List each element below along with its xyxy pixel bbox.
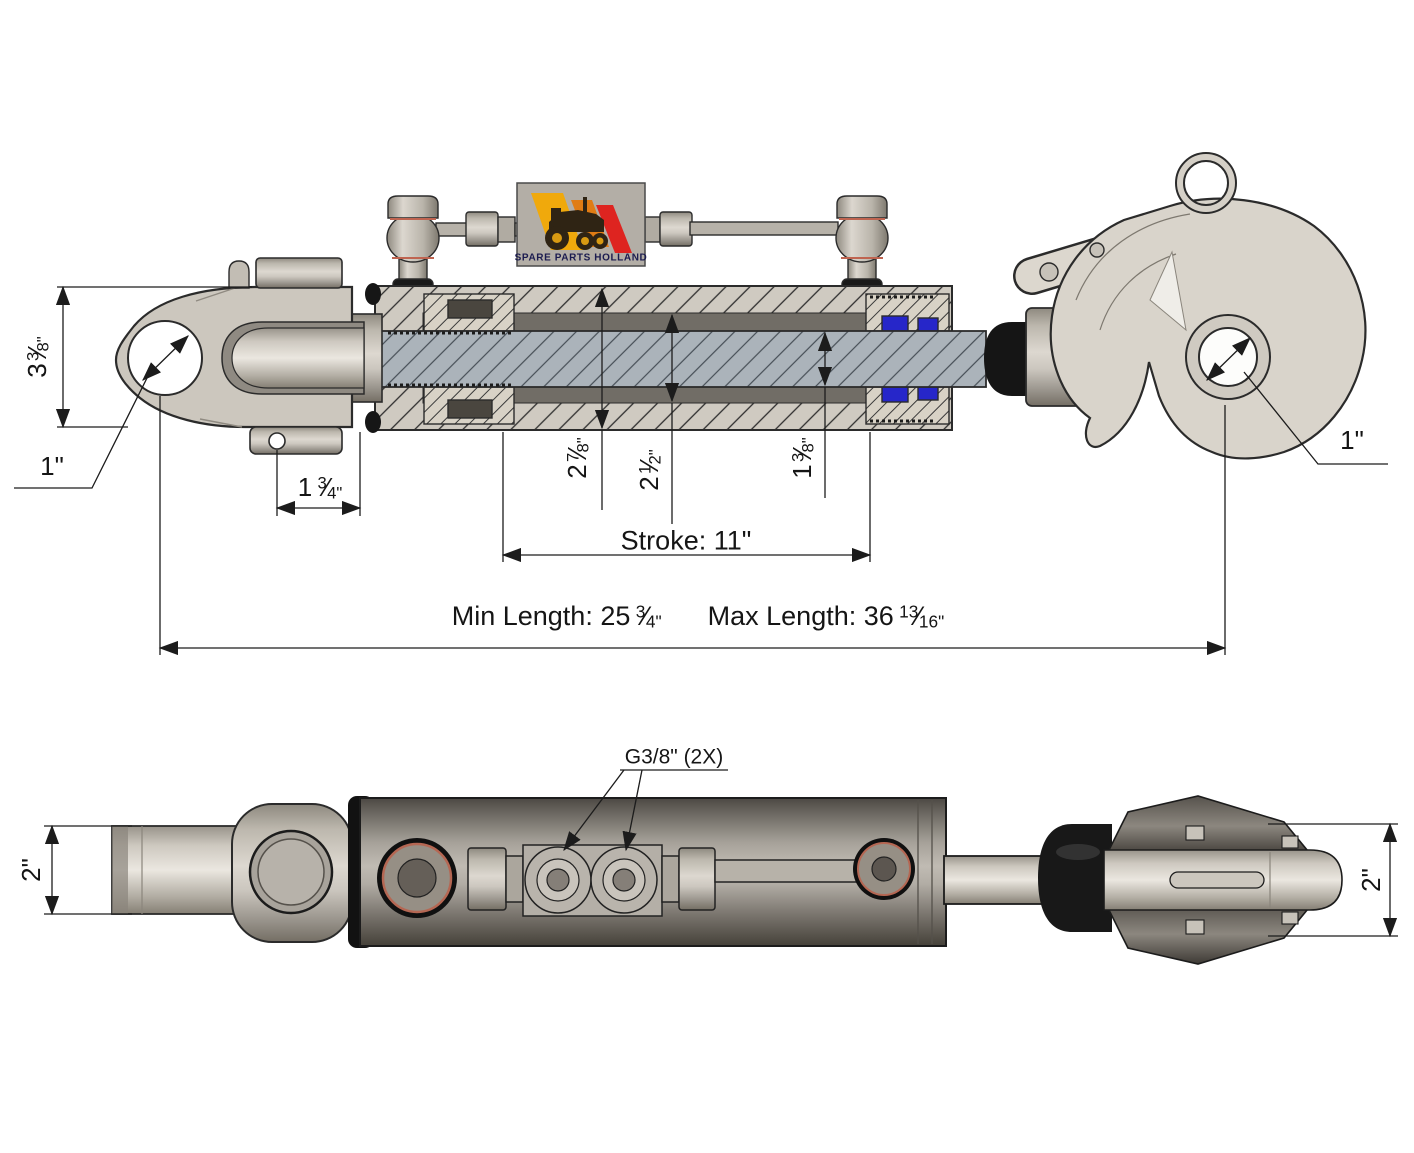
seal-blue [917,386,939,401]
rod-side [943,855,1049,905]
fork-tab [249,426,343,455]
steel-pipe [689,221,839,236]
hook-fin-upper [1104,795,1314,857]
port-size-label: G3/8" (2X) [624,745,724,769]
cast-rib [1149,250,1187,332]
grease-nipple [228,260,250,289]
logo-tractor [545,197,608,250]
seal-blue [917,317,939,332]
seal-blue [881,386,909,403]
hook-fin-lower [1104,903,1314,965]
hook-end [984,152,1367,460]
latch-pivot [1089,242,1105,258]
dim-min-length: Min Length: 25 3⁄4" [451,601,662,632]
rod-ball-end [231,327,365,389]
seal-dark [447,299,493,319]
dim-max-length: Max Length: 36 13⁄16" [707,601,945,632]
cylinder-barrel-section [365,283,987,433]
banjo-bolt-hex [387,195,439,219]
dimension-lines-bottom [44,769,1398,938]
banjo-fitting-right [835,195,889,293]
hook-side [1103,795,1343,965]
dim-stroke-label: Stroke: 11" [620,525,752,556]
banjo-bolt-side-left [377,838,457,918]
banjo-bolt-hex [836,195,888,219]
dim-left-hole-label: 1" [40,451,64,481]
hydraulic-port [612,868,636,892]
gland-right [865,293,950,425]
tab-hole [268,432,286,450]
dim-minmax-label: Min Length: 25 3⁄4" Max Length: 36 13⁄16… [452,603,945,631]
banjo-bolt-side-right [853,838,915,900]
o-ring [365,411,381,433]
dim-pin-offset-label: 1 3⁄4" [297,471,343,503]
logo-text: SPARE PARTS HOLLAND [514,252,648,264]
dim-left-width-label: 2" [16,858,46,882]
hydraulic-tube-assembly [386,195,889,293]
rubber-boot [984,322,1032,396]
hydraulic-port [546,868,570,892]
dim-outer-diameter-label: 2 7⁄8" [561,437,593,479]
logo-plate [516,182,646,267]
latch-bolt [1039,262,1059,282]
dim-bore-label: 2 1⁄2" [633,449,665,491]
bottom-view-drawing [44,769,1398,965]
fitting-hex [678,847,716,911]
compression-nut-left [465,211,499,247]
banjo-fitting-left [386,195,440,293]
hook-slot [1169,871,1265,889]
seal-blue [881,315,909,332]
dim-fork-height-label: 3 3⁄8" [21,336,53,378]
rubber-boot-side [1038,824,1112,932]
seal-dark [447,399,493,419]
logo-stripe-red [596,205,632,253]
top-view-drawing [14,152,1388,656]
tube-collar [497,216,516,243]
port-block-assembly [467,844,858,917]
fork-side [111,825,251,915]
dim-rod-label: 1 3⁄8" [786,437,818,479]
steel-pipe-side [714,859,858,883]
dimension-lines-top [14,285,1388,656]
dim-right-width-label: 2" [1356,868,1386,892]
fitting-hex [467,847,507,911]
fork-boss [255,257,343,289]
o-ring [365,283,381,305]
tube-segment [435,222,471,237]
dim-right-hole-label: 1" [1340,425,1364,455]
piston-rod-section [379,330,987,388]
compression-nut-right [659,211,693,247]
